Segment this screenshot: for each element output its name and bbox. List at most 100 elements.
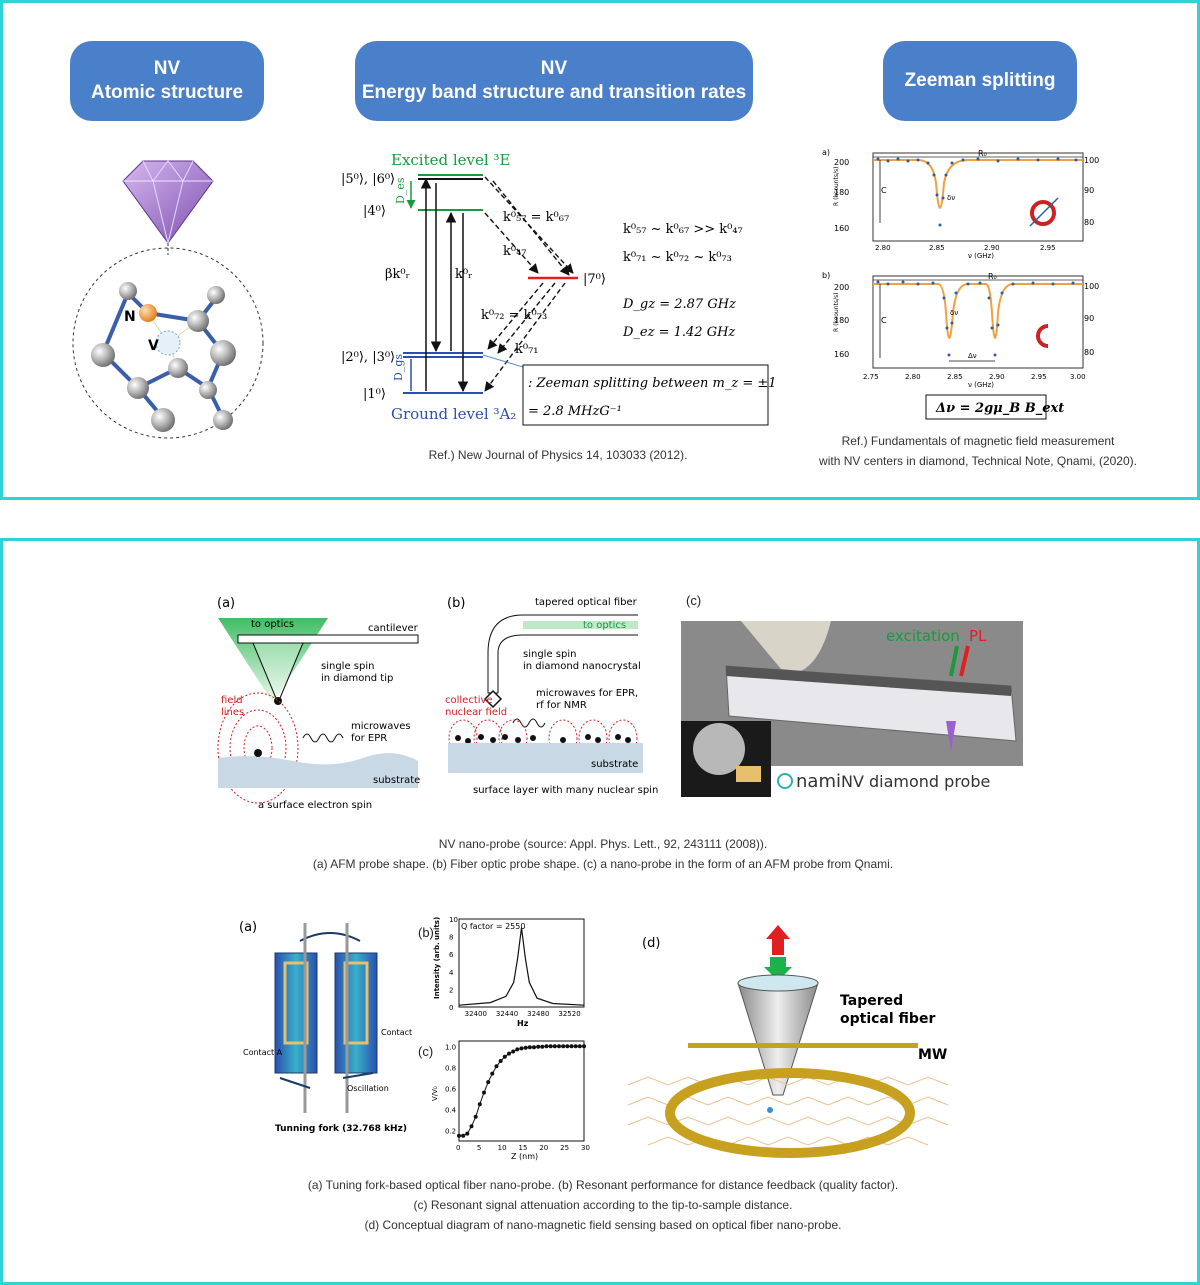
zeeman-xtick-b-6: 3.00	[1070, 373, 1086, 381]
zeeman-xtick-b-4: 2.90	[989, 373, 1005, 381]
fork-prong-left	[274, 952, 318, 1074]
caption2-line3: (d) Conceptual diagram of nano-magnetic …	[364, 1218, 842, 1232]
fork-contact-a: Contact A	[243, 1048, 283, 1057]
zeeman-formula-box	[925, 394, 1047, 420]
state-1-label: |1⁰⟩	[363, 387, 386, 402]
qnami-logo-icon	[777, 773, 793, 789]
zeeman-plots: a) R₀ C δν 200 180 160 R (kcounts/s) 100…	[822, 148, 1099, 420]
attenuation-ytick: 1.0	[445, 1043, 456, 1051]
resonance-ytick: 6	[449, 951, 454, 959]
attenuation-point	[552, 1044, 557, 1049]
zeeman-xtick-b-5: 2.95	[1031, 373, 1047, 381]
zeeman-plot-a-frame	[872, 152, 1084, 242]
attenuation-point	[502, 1054, 507, 1059]
zeeman-ref-line2: with NV centers in diamond, Technical No…	[819, 454, 1137, 468]
k72-arrow-2	[497, 282, 556, 354]
qnami-banner	[771, 766, 1023, 797]
resonance-xtick: 32520	[558, 1010, 580, 1018]
excited-level-label: Excited level ³E	[391, 151, 510, 169]
concept-label: (d)	[642, 936, 660, 951]
atom-n-label: N	[124, 309, 136, 325]
zeeman-plot-b-frame	[872, 275, 1084, 369]
concept-mw-line	[688, 1043, 918, 1048]
zeeman-yrtick-a-90: 90	[1084, 186, 1094, 195]
magnet-icon-a	[1029, 197, 1059, 227]
attenuation-point	[490, 1071, 495, 1076]
afm-single-spin: single spin	[321, 661, 374, 672]
zeeman-xtick-b-3: 2.85	[947, 373, 963, 381]
fork-osc-arrow-right	[342, 1072, 374, 1079]
attenuation-point	[507, 1051, 511, 1056]
afm-cantilever	[237, 634, 419, 644]
zeeman-dnu-b: δν	[950, 309, 958, 317]
afm-surface-spin-dot	[254, 749, 262, 757]
attenuation-point	[557, 1044, 561, 1049]
state-23-label: |2⁰⟩, |3⁰⟩	[341, 350, 395, 365]
tuning-fork-figure: (a) Contact A Contact B Oscillation Tunn…	[239, 920, 413, 1134]
attenuation-point	[569, 1044, 574, 1049]
attenuation-xtick: 15	[519, 1144, 528, 1152]
fiber-substrate-label: substrate	[591, 759, 638, 770]
fiber-collective: collective	[445, 695, 493, 706]
attenuation-ytick: 0.4	[445, 1106, 457, 1114]
attenuation-point	[486, 1080, 491, 1085]
attenuation-point	[544, 1044, 549, 1049]
qnami-brand: nami	[796, 771, 841, 792]
resonance-xtick: 32440	[496, 1010, 518, 1018]
zeeman-data-a	[876, 157, 1078, 227]
zeeman-data-b	[876, 280, 1075, 357]
fiber-mw-epr: microwaves for EPR,	[536, 688, 638, 699]
afm-spin-dot	[274, 697, 282, 705]
caption-tuning-fork: (a) Tuning fork-based optical fiber nano…	[3, 1175, 1200, 1235]
zeeman-xtick-b-1: 2.75	[863, 373, 879, 381]
resonance-ytick: 8	[449, 934, 453, 942]
zeeman-ytick-a-180: 180	[834, 188, 849, 197]
k72-arrow-1	[487, 282, 544, 350]
header-atomic-line2: Atomic structure	[90, 82, 244, 103]
fiber-tapered: tapered optical fiber	[535, 597, 638, 608]
resonance-ylabel: Intensity (arb. units)	[433, 917, 441, 999]
zeeman-yrtick-b-80: 80	[1084, 348, 1094, 357]
k47-label: k⁰₄₇	[503, 244, 527, 259]
attenuation-label: (c)	[418, 1044, 434, 1059]
zeeman-xtick-a-3: 2.90	[984, 244, 1000, 252]
attenuation-series-line	[459, 1045, 584, 1137]
qnami-probe-text: NV diamond probe	[841, 772, 990, 791]
fork-title: Tunning fork (32.768 kHz)	[275, 1124, 407, 1134]
zeeman-Dnu-b: Δν	[968, 352, 977, 360]
state-56-label: |5⁰⟩, |6⁰⟩	[341, 172, 395, 187]
zeeman-ref-line1: Ref.) Fundamentals of magnetic field mea…	[841, 434, 1115, 448]
atom-v-label: V	[148, 338, 159, 354]
relation-2: k⁰₇₁ ~ k⁰₇₂ ~ k⁰₇₃	[623, 250, 732, 265]
attenuation-ytick: 0.2	[445, 1127, 456, 1135]
fork-oscillation: Oscillation	[347, 1084, 389, 1093]
afm-substrate	[218, 753, 418, 788]
concept-up-arrow	[766, 925, 790, 955]
fiber-surface-layer: surface layer with many nuclear spins	[473, 785, 658, 796]
qnami-probe-figure: excitation PL nami NV diamond probe	[681, 621, 1023, 797]
k57-label: k⁰₅₇ = k⁰₆₇	[503, 210, 569, 225]
attenuation-xlabel: Z (nm)	[511, 1152, 538, 1161]
attenuation-point	[457, 1133, 461, 1138]
header-atomic-line1: NV	[153, 58, 181, 79]
attenuation-point	[465, 1131, 470, 1136]
afm-surface-spin: a surface electron spin	[258, 800, 372, 811]
afm-to-optics: to optics	[251, 619, 294, 630]
afm-label: (a)	[217, 596, 235, 611]
concept-tapered: Tapered	[840, 993, 903, 1009]
fiber-to-optics: to optics	[583, 620, 626, 631]
fiber-label: (b)	[447, 596, 465, 611]
caption1-line1: NV nano-probe (source: Appl. Phys. Lett.…	[438, 837, 768, 851]
qnami-cantilever-edge	[726, 666, 1011, 696]
concept-mw: MW	[918, 1047, 947, 1063]
zeeman-r0-a: R₀	[978, 149, 987, 158]
d-es-label: D_es	[394, 177, 407, 204]
resonance-frame	[458, 918, 585, 1008]
k47-arrow	[484, 212, 539, 274]
attenuation-point	[527, 1045, 532, 1050]
fork-electrode-left	[283, 961, 309, 1045]
concept-nv-spot	[767, 1107, 773, 1113]
zeeman-ytick-b-160: 160	[834, 350, 849, 359]
energy-ref: Ref.) New Journal of Physics 14, 103033 …	[428, 448, 688, 462]
zeeman-pointer	[482, 354, 524, 368]
